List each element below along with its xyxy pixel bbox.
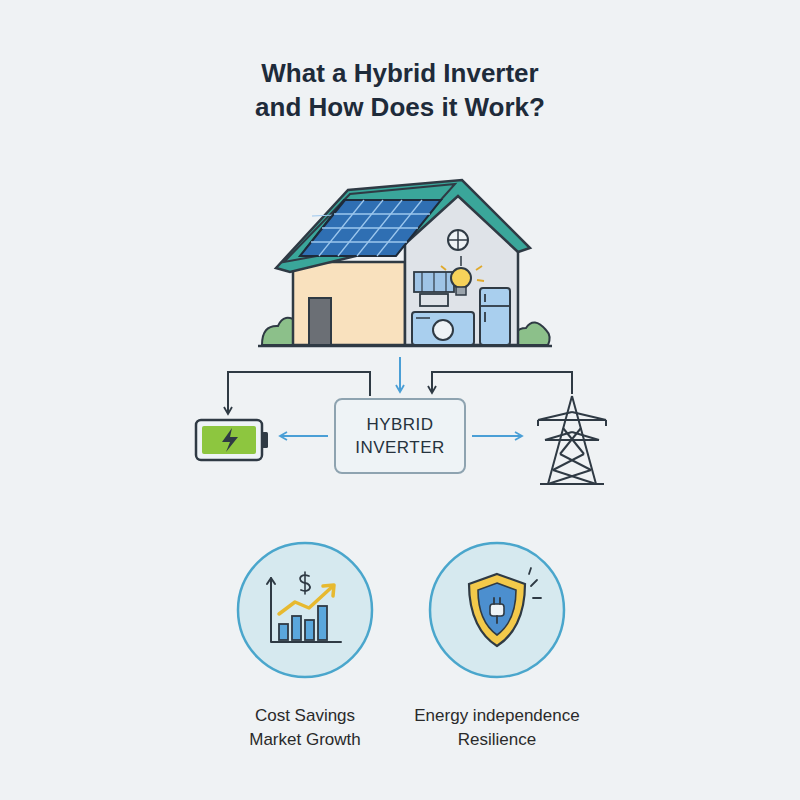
shield-icon [469,568,541,646]
benefit-circle: Cost SavingsMarket Growth [190,540,420,762]
benefit-label: Market Growth [190,728,420,752]
battery-icon [196,420,268,460]
benefit-label: Cost Savings [190,704,420,728]
diagram-title: What a Hybrid Inverter and How Does it W… [235,56,565,124]
circle-outline [195,540,415,690]
benefit-circle: Energy independenceResilience [382,540,612,762]
chart-icon [267,572,341,642]
benefit-label: Resilience [382,728,612,752]
circle-outline [387,540,607,690]
transmission-tower [538,396,606,484]
box-label: HYBRID INVERTER [349,413,451,459]
inverter-box: HYBRID INVERTER [334,398,466,474]
house [258,180,552,346]
benefit-label: Energy independence [382,704,612,728]
